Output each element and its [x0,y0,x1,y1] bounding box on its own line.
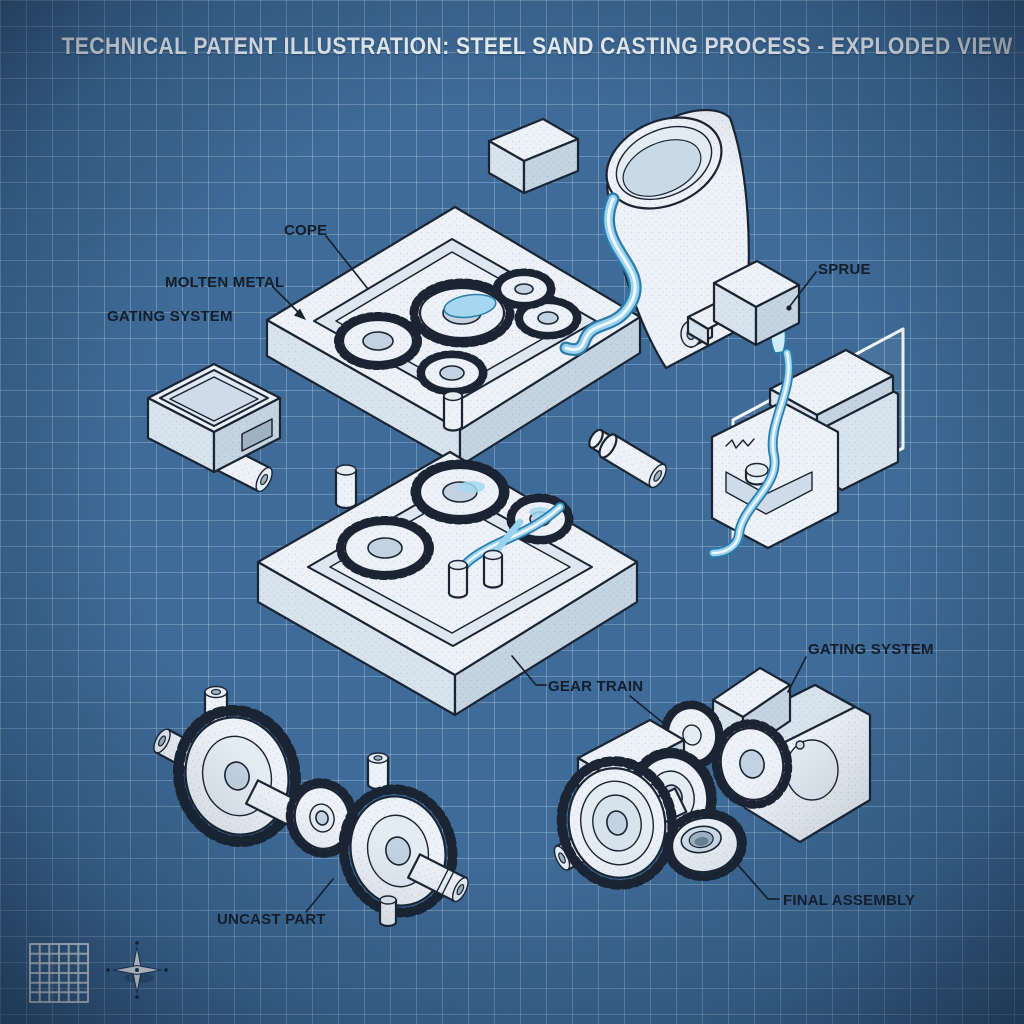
label-final-assembly: FINAL ASSEMBLY [783,892,916,909]
gear-cavity [492,268,556,310]
label-molten-metal: MOLTEN METAL [165,274,285,291]
label-cope: COPE [284,222,328,239]
page-title: TECHNICAL PATENT ILLUSTRATION: STEEL SAN… [61,33,1013,60]
uncast-gear-train [153,685,469,928]
gating-system-piece [146,362,282,493]
gear-cavity [334,312,422,370]
label-sprue: SPRUE [818,261,871,278]
final-assembly [553,666,872,890]
sand-block [487,117,580,195]
drag-mold-box [256,450,639,717]
gear-cavity [416,350,488,396]
label-gear-train: GEAR TRAIN [548,678,644,695]
label-gating-system-right: GATING SYSTEM [808,641,934,658]
gear [173,704,301,848]
gear-cavity [410,459,510,525]
gear-cavity [336,516,434,580]
alignment-pin [588,428,667,489]
calibration-grid-icon [29,943,89,1003]
label-uncast-part: UNCAST PART [217,911,326,928]
label-gating-system-left: GATING SYSTEM [107,308,233,325]
compass-rose-icon [106,941,168,999]
